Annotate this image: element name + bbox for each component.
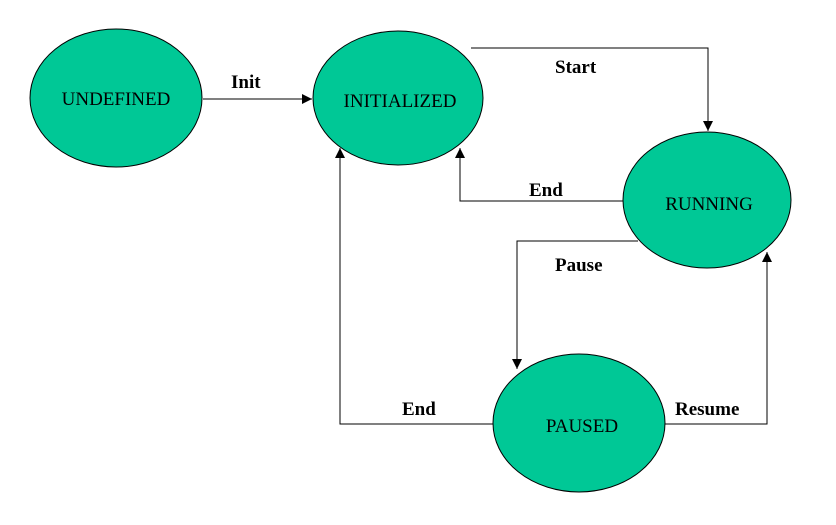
edge-pause (512, 240, 638, 369)
state-initialized-label: INITIALIZED (344, 91, 457, 112)
edge-init-label: Init (231, 72, 261, 93)
state-undefined: UNDEFINED (29, 28, 203, 168)
state-running: RUNNING (622, 131, 792, 269)
edge-resume (665, 252, 772, 425)
edge-end-running-to-initialized (455, 148, 623, 202)
state-running-label: RUNNING (665, 194, 753, 215)
state-paused: PAUSED (492, 353, 666, 493)
state-paused-label: PAUSED (546, 416, 618, 437)
edge-end-paused-label: End (402, 399, 436, 420)
edge-pause-label: Pause (555, 255, 603, 276)
edge-end-paused-to-initialized (335, 148, 493, 425)
edge-end-running-label: End (529, 180, 563, 201)
edge-resume-label: Resume (675, 399, 739, 420)
edge-start-label: Start (555, 57, 597, 78)
state-initialized: INITIALIZED (312, 30, 484, 166)
state-undefined-label: UNDEFINED (62, 89, 171, 110)
edge-start (471, 47, 713, 131)
